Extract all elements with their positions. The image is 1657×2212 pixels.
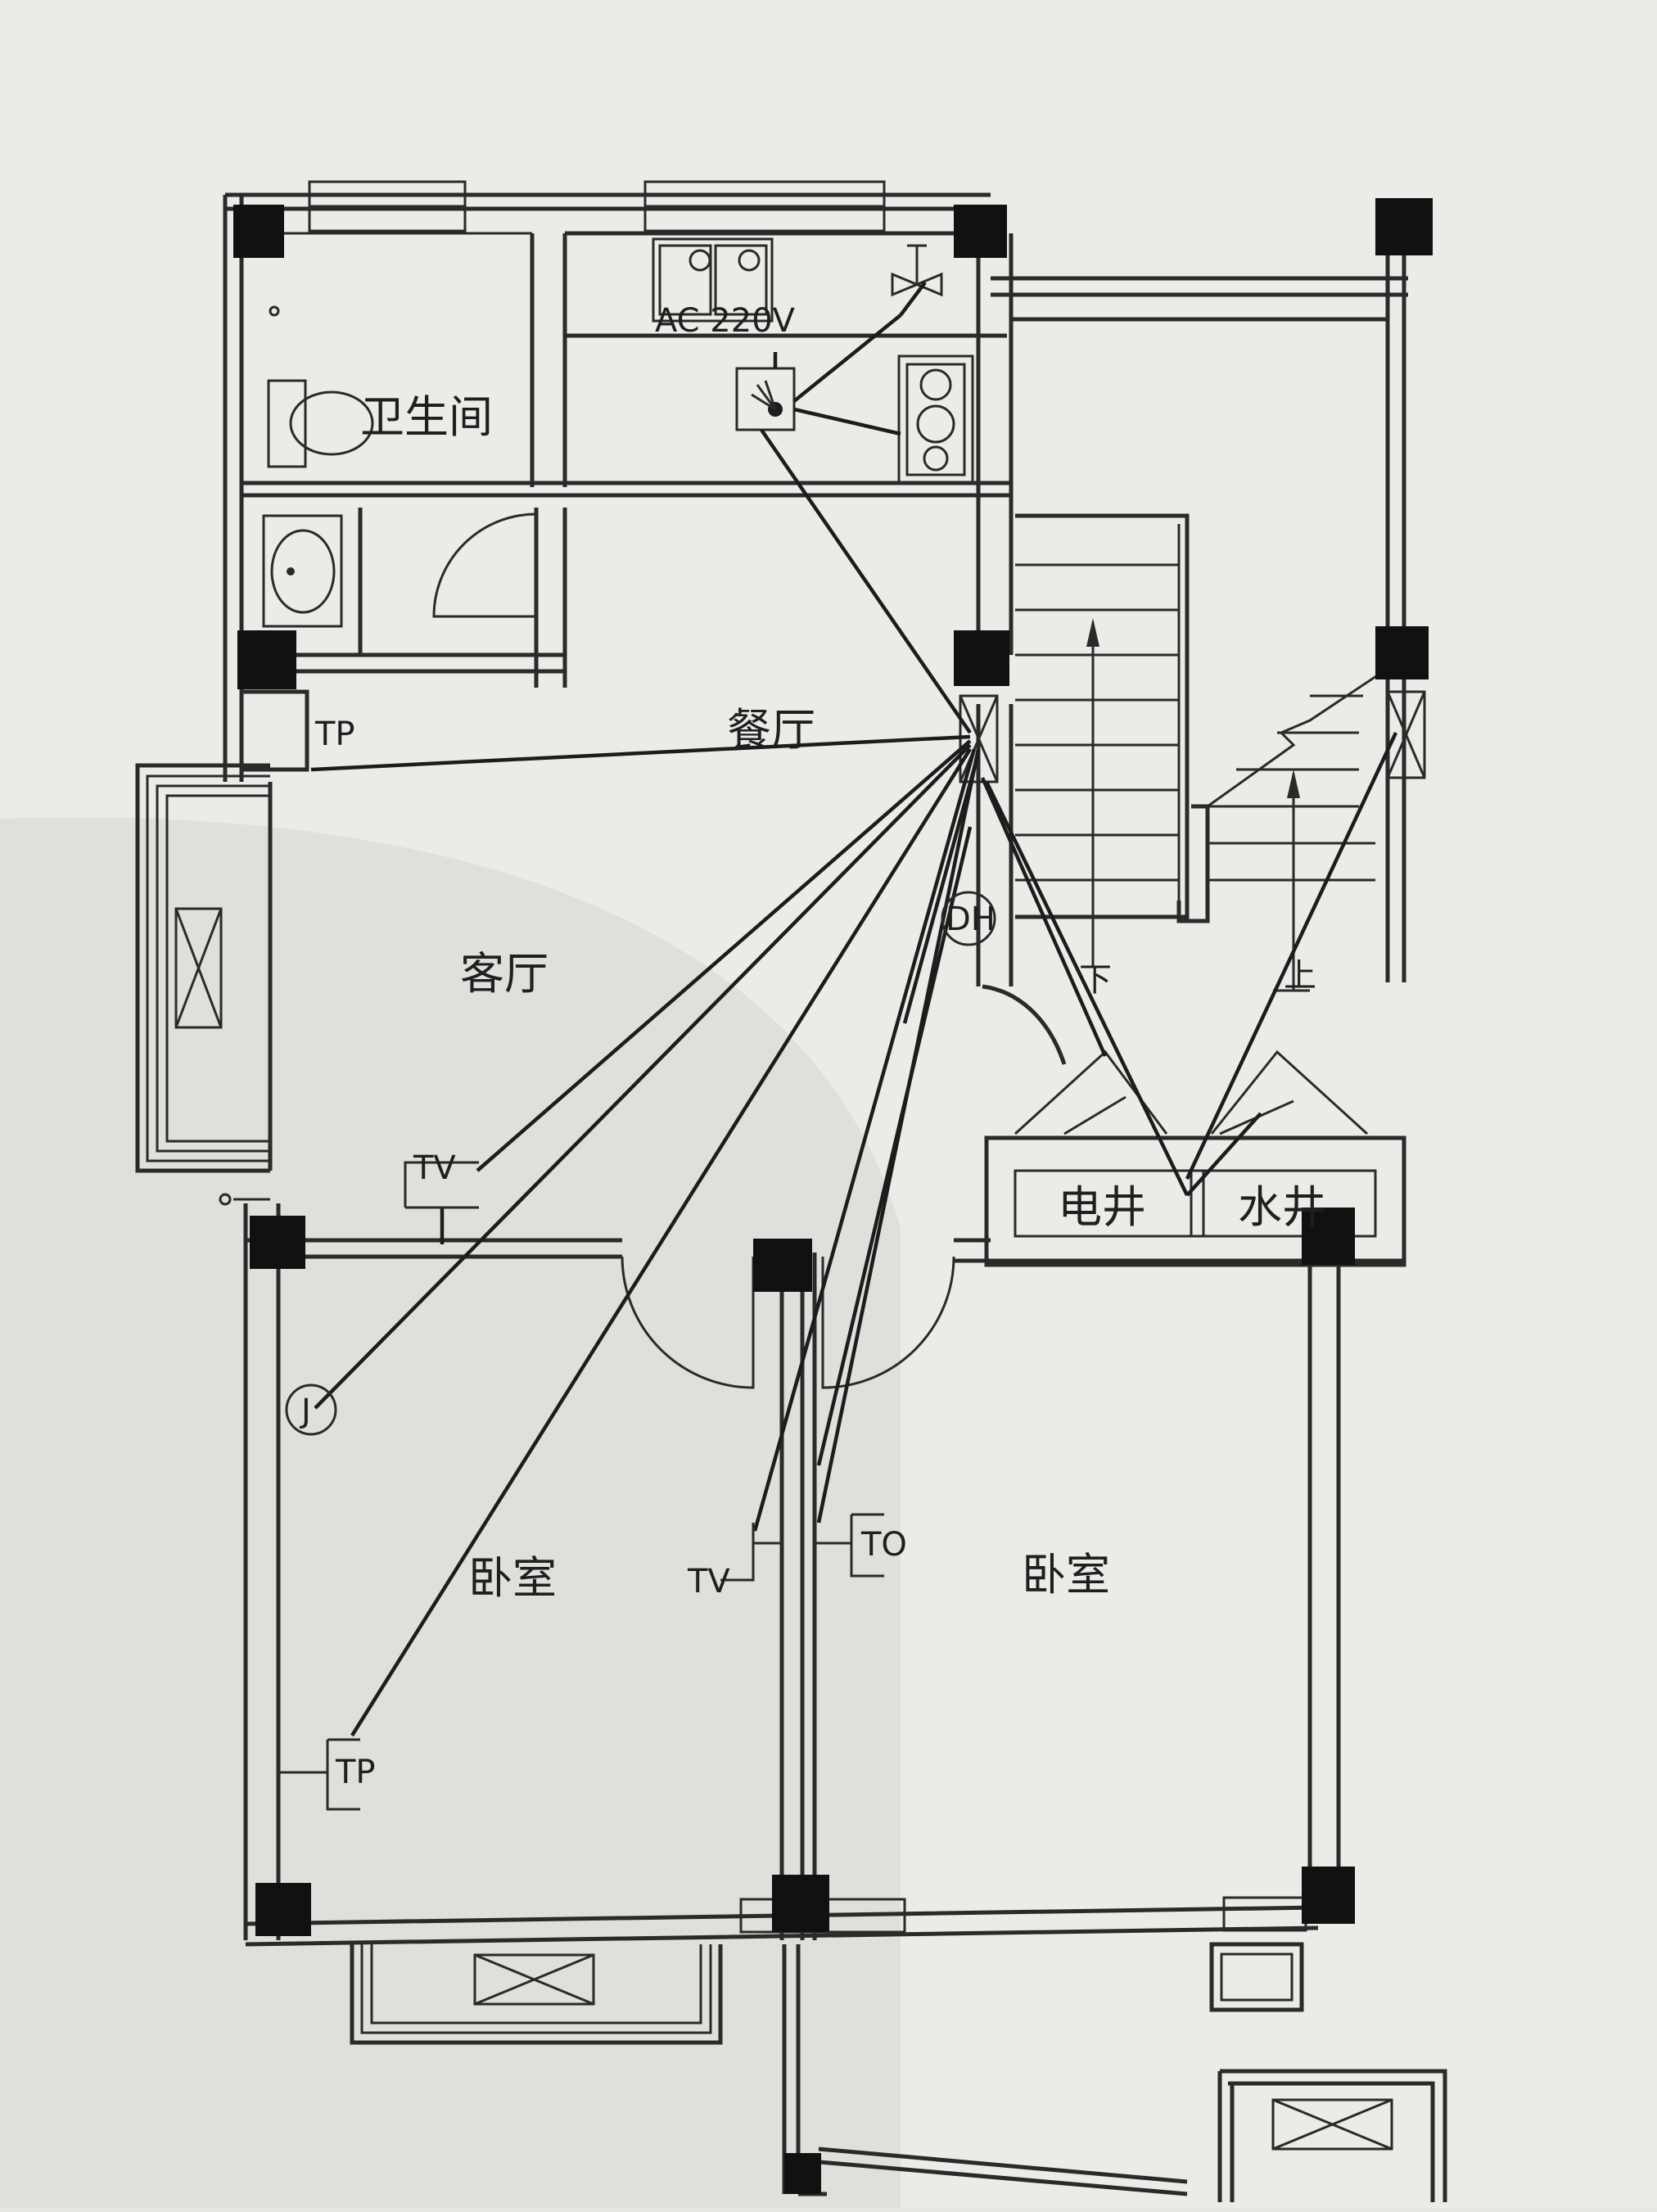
room-label-bathroom: 卫生间 <box>360 391 493 443</box>
room-label-living: 客厅 <box>460 948 549 1000</box>
outlet-tv-living: TV <box>413 1149 456 1187</box>
outlets: TP TV DH J TV TO TP <box>278 708 996 1811</box>
room-label-bedroom-right: 卧室 <box>1022 1549 1110 1600</box>
outlet-tp-dining: TP <box>314 716 355 753</box>
room-labels: 卫生间 餐厅 客厅 卧室 卧室 电井 水井 <box>360 391 1326 1604</box>
outlet-tv-bedroom: TV <box>687 1563 730 1600</box>
outlet-dh-circle <box>941 891 996 946</box>
ac-220v-label: AC 220V <box>655 302 796 340</box>
outlet-junction: J <box>299 1393 311 1430</box>
room-label-electric-shaft: 电井 <box>1058 1181 1146 1233</box>
room-label-water-shaft: 水井 <box>1238 1181 1326 1233</box>
stove-icon <box>652 237 774 323</box>
fixtures: AC 220V <box>219 237 1426 1206</box>
ceiling-light-icon <box>735 367 796 431</box>
room-label-bedroom-left: 卧室 <box>468 1552 557 1604</box>
outlet-dh: DH <box>946 901 996 938</box>
wiring <box>310 281 1398 1737</box>
room-label-dining: 餐厅 <box>727 704 815 756</box>
outlet-junction-circle <box>285 1384 337 1436</box>
valve-icon <box>891 244 943 297</box>
distribution-box-right-icon <box>1386 690 1426 779</box>
structural-columns <box>233 198 1433 2194</box>
appliance-icon <box>897 354 974 485</box>
outlet-to-bedroom: TO <box>860 1526 907 1564</box>
staircase: 下 上 <box>1014 513 1384 1135</box>
sink-icon <box>262 514 343 628</box>
outlet-tp-bedroom: TP <box>335 1754 376 1791</box>
toilet-icon <box>267 379 374 468</box>
shadow-region <box>0 817 901 2208</box>
